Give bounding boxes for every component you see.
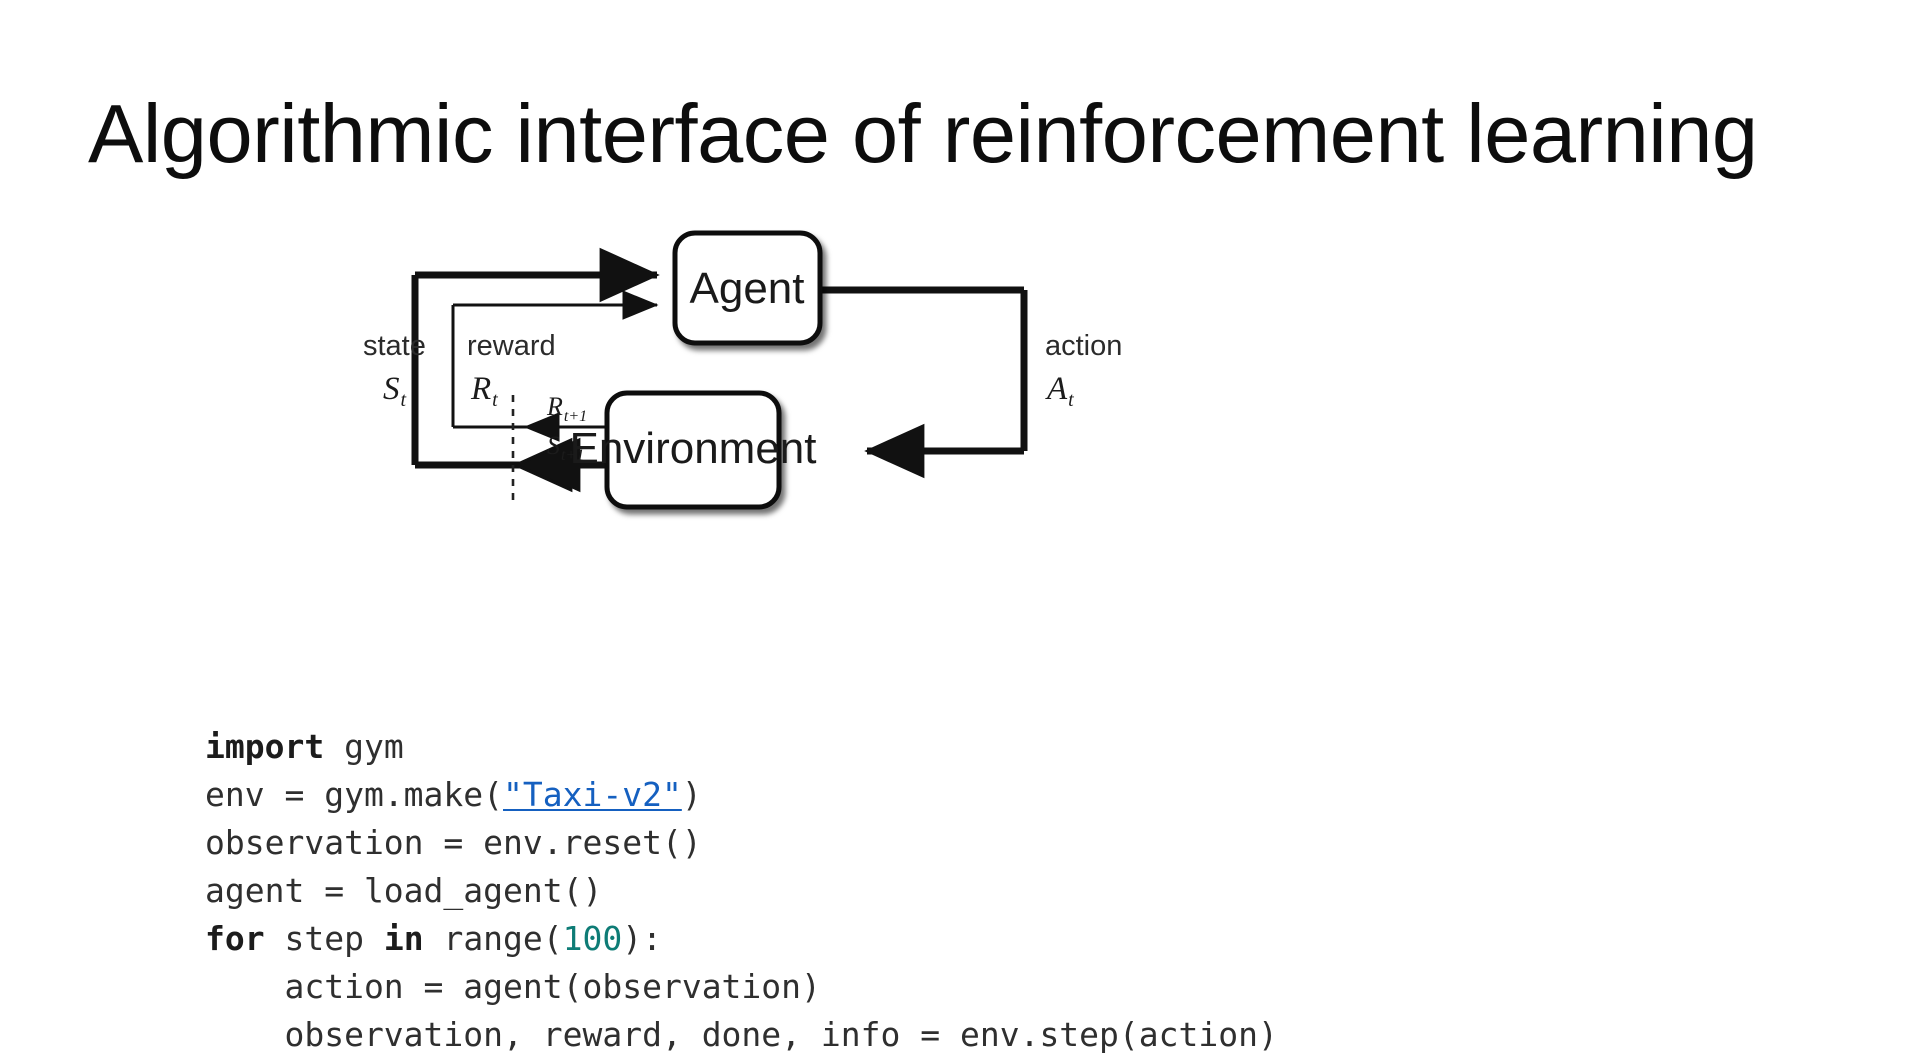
env-id-link[interactable]: "Taxi-v2" [503,775,682,814]
code-number: 100 [562,919,623,958]
label-action: action At [1045,330,1122,411]
code-keyword: import [205,727,325,766]
code-text: observation, reward, done, info = env.st… [205,1015,1278,1054]
label-reward: reward Rt [467,330,556,411]
label-state-next: St+1 [547,431,584,464]
label-reward-next-symbol: Rt+1 [546,392,587,425]
code-text: agent = load_agent() [205,871,603,910]
code-line: agent = load_agent() [205,867,1278,915]
label-state: state St [363,330,426,411]
code-line: observation, reward, done, info = env.st… [205,1011,1278,1059]
code-line: for step in range(100): [205,915,1278,963]
code-text: step [264,919,384,958]
code-line: import gym [205,723,1278,771]
code-line: env = gym.make("Taxi-v2") [205,771,1278,819]
label-state-symbol: St [383,371,407,411]
label-reward-text: reward [467,330,556,362]
code-text: ): [622,919,663,958]
code-text: action = agent(observation) [205,967,821,1006]
node-agent-label: Agent [690,264,805,313]
code-text: env = gym.make( [205,775,504,814]
label-reward-symbol: Rt [470,371,498,411]
code-text: range( [423,919,563,958]
code-keyword: in [383,919,424,958]
code-text: gym [324,727,404,766]
node-agent: Agent [672,230,823,346]
label-state-next-symbol: St+1 [547,431,584,464]
label-state-text: state [363,330,426,362]
code-text: observation = env.reset() [205,823,702,862]
agent-environment-diagram: Agent Environment state St reward Rt act… [363,230,1395,625]
code-line: observation = env.reset() [205,819,1278,867]
label-reward-next: Rt+1 [546,392,587,425]
label-action-text: action [1045,330,1122,362]
node-environment: Environment [569,390,817,510]
edge-action-path [820,286,1028,479]
code-text: ) [681,775,702,814]
code-keyword: for [205,919,265,958]
node-environment-label: Environment [569,424,816,473]
page-title: Algorithmic interface of reinforcement l… [88,86,1758,180]
label-action-symbol: At [1045,371,1074,411]
code-line: action = agent(observation) [205,963,1278,1011]
